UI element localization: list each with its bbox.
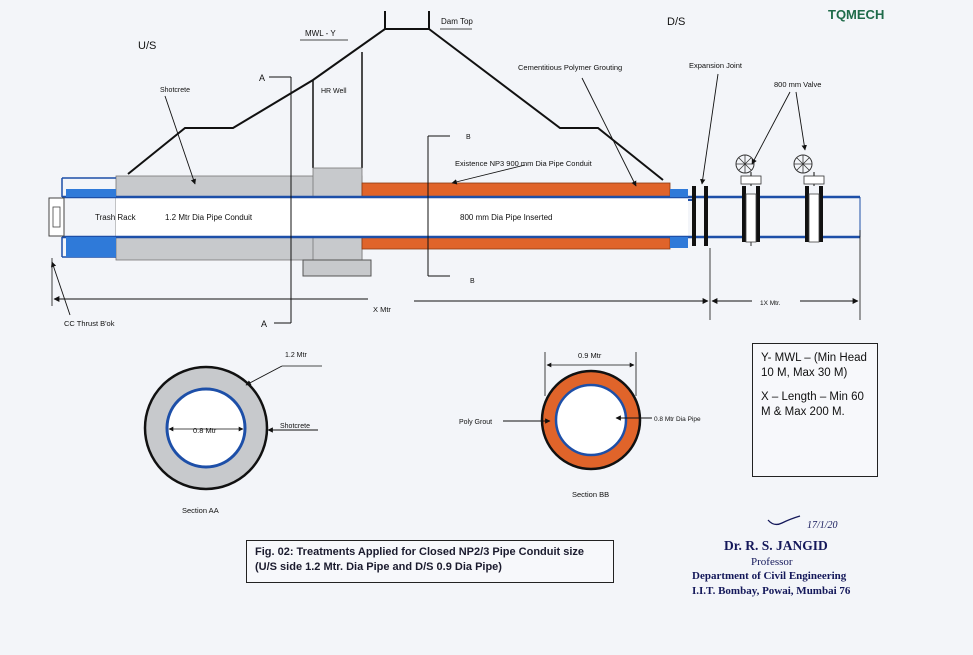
handwritten-signature: [767, 515, 801, 526]
trash-rack: [48, 197, 65, 237]
signature-stamp: 17/1/20 Dr. R. S. JANGID Professor Depar…: [692, 515, 851, 597]
upstream-label: U/S: [138, 40, 156, 52]
dam-embankment: [127, 11, 664, 181]
section-line-aa: [269, 76, 292, 324]
figure-caption: Fig. 02: Treatments Applied for Closed N…: [246, 540, 614, 583]
section-b-top: B: [466, 134, 471, 141]
bb-outer-label: 0.9 Mtr: [578, 351, 602, 360]
existing-conduit-label: Existence NP3 900 mm Dia Pipe Conduit: [455, 159, 593, 168]
grouting-label: Cementitious Polymer Grouting: [518, 63, 622, 72]
section-aa: [143, 365, 322, 491]
signatory-name: Dr. R. S. JANGID: [724, 538, 828, 553]
signatory-department: Department of Civil Engineering: [692, 570, 847, 582]
shotcrete-label: Shotcrete: [160, 87, 190, 94]
hr-well-label: HR Well: [321, 88, 347, 95]
aa-inner-label: 0.8 Mtr: [193, 426, 217, 435]
dam-top-label: Dam Top: [441, 17, 473, 26]
brand-logo: TQMECH: [828, 7, 884, 22]
aa-outer-label: 1.2 Mtr: [285, 352, 307, 359]
valve-1: [735, 154, 762, 246]
section-a-top: A: [259, 73, 265, 83]
x-ds-label: 1X Mtr.: [760, 300, 781, 307]
aa-shotcrete-label: Shotcrete: [280, 423, 310, 430]
signatory-title: Professor: [751, 556, 793, 568]
dimension-lines: [51, 230, 861, 320]
pipe-conduit-label: 1.2 Mtr Dia Pipe Conduit: [165, 213, 253, 222]
section-line-bb: [427, 135, 450, 277]
valve-label: 800 mm Valve: [774, 80, 821, 89]
expansion-joint-label: Expansion Joint: [689, 61, 743, 70]
valve-2: [793, 154, 825, 243]
signature-date: 17/1/20: [807, 520, 838, 531]
section-aa-title: Section AA: [182, 506, 219, 515]
mwl-label: MWL - Y: [305, 29, 336, 38]
downstream-label: D/S: [667, 16, 685, 28]
trash-rack-label: Trash Rack: [95, 213, 137, 222]
expansion-joint: [688, 186, 708, 246]
x-length-label: X Mtr: [373, 305, 391, 314]
main-pipe: [61, 177, 860, 258]
figure-caption-text: Fig. 02: Treatments Applied for Closed N…: [255, 546, 585, 573]
spec-length-note: X – Length – Min 60 M & Max 200 M.: [761, 391, 864, 418]
spec-notes-box: Y- MWL – (Min Head 10 M, Max 30 M) X – L…: [752, 343, 878, 477]
bb-pipe-label: 0.8 Mtr Dia Pipe: [654, 416, 701, 423]
thrust-block-label: CC Thrust B'ok: [64, 319, 115, 328]
leader-lines: [51, 28, 807, 316]
section-bb-title: Section BB: [572, 490, 609, 499]
section-bb: [503, 352, 652, 471]
grouting-band: [361, 182, 671, 250]
section-b-bottom: B: [470, 278, 475, 285]
bb-grout-label: Poly Grout: [459, 419, 492, 426]
spec-mwl-note: Y- MWL – (Min Head 10 M, Max 30 M): [761, 352, 867, 379]
pipe-inserted-label: 800 mm Dia Pipe Inserted: [460, 213, 553, 222]
signatory-institute: I.I.T. Bombay, Powai, Mumbai 76: [692, 585, 851, 597]
section-a-bottom: A: [261, 319, 267, 329]
